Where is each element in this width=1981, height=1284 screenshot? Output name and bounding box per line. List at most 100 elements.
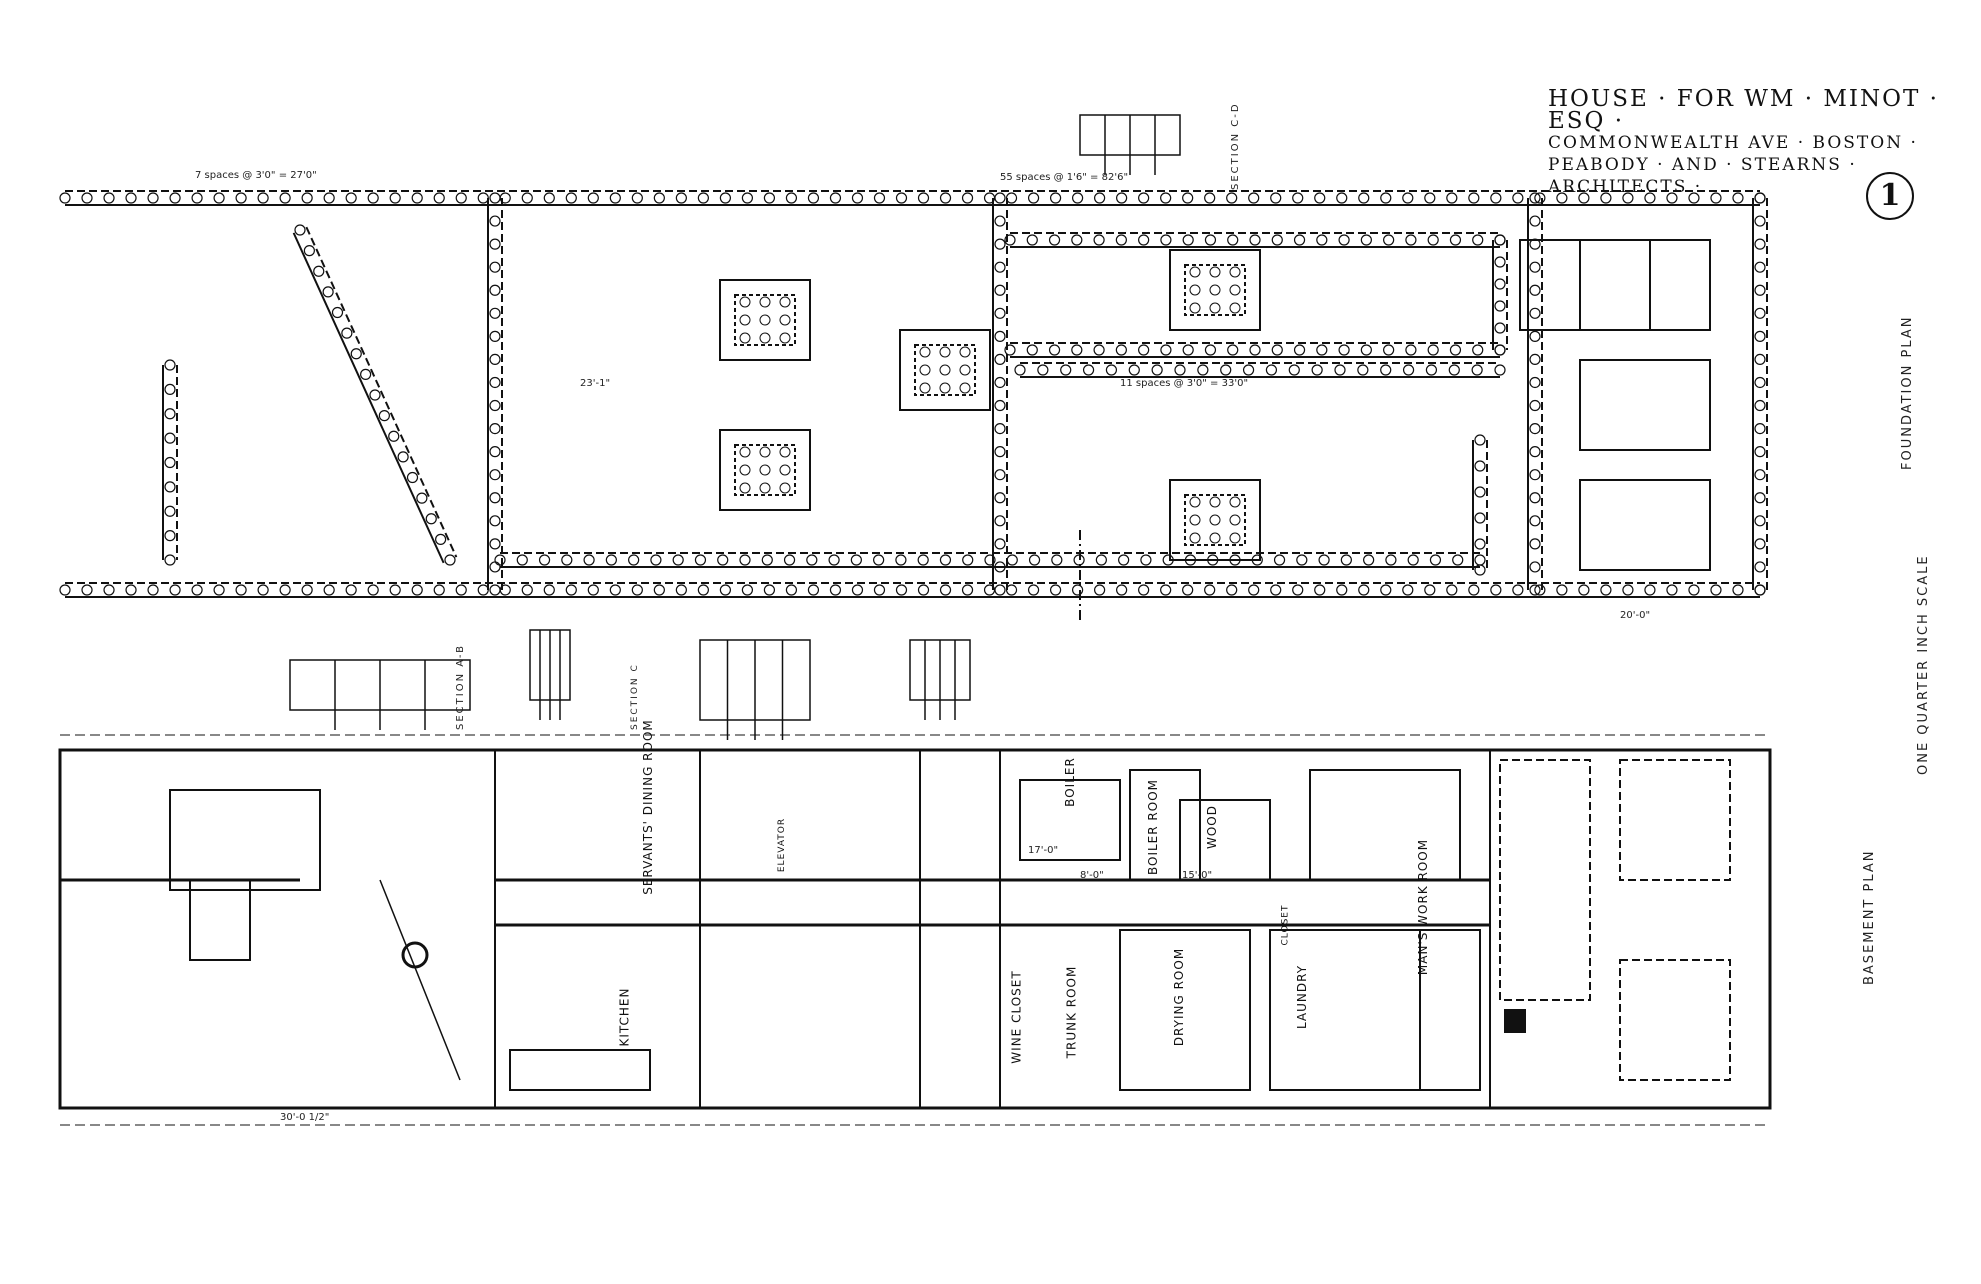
pile-circle <box>1314 584 1326 596</box>
pile-circle <box>1049 584 1062 596</box>
pile-circle <box>1383 344 1395 356</box>
pile-circle <box>543 192 555 204</box>
pile-circle <box>1474 460 1486 472</box>
pile-circle <box>1754 446 1766 458</box>
pile-circle <box>672 554 684 566</box>
pile-circle <box>323 584 335 596</box>
pile-circle <box>939 382 951 394</box>
pile-circle <box>1189 302 1201 314</box>
pile-circle <box>1424 584 1436 596</box>
pile-circle <box>1754 284 1766 296</box>
pile-circle <box>1293 344 1306 356</box>
pile-circle <box>1529 446 1541 458</box>
dim-label: 23'-1" <box>580 378 611 389</box>
pile-circle <box>1474 486 1486 498</box>
pile-circle <box>1229 496 1241 508</box>
pile-circle <box>1358 192 1370 204</box>
room-trunk-room: TRUNK ROOM <box>1064 965 1079 1059</box>
pile-circle <box>1494 322 1506 334</box>
pile-circle <box>994 446 1006 458</box>
dim-label: 7 spaces @ 3'0" = 27'0" <box>195 170 317 181</box>
pile-circle <box>1265 364 1278 376</box>
pile-circle <box>1578 584 1590 596</box>
pile-circle <box>1474 554 1486 566</box>
room-drying-room: DRYING ROOM <box>1172 947 1187 1047</box>
pile-circle <box>1334 364 1346 376</box>
pile-circle <box>1474 538 1486 550</box>
pile-circle <box>994 376 1006 389</box>
pile-circle <box>1407 554 1419 566</box>
pile-circle <box>1449 234 1462 246</box>
pile-circle <box>1293 234 1306 246</box>
pile-circle <box>389 584 401 596</box>
pile-circle <box>489 515 501 527</box>
pile-circle <box>1226 192 1238 204</box>
pile-circle <box>313 265 325 277</box>
pile-circle <box>1754 469 1766 481</box>
pile-circle <box>1189 532 1201 544</box>
pile-circle <box>1529 284 1541 296</box>
pile-circle <box>1160 344 1172 356</box>
pile-circle <box>1004 234 1016 246</box>
pile-circle <box>1138 192 1150 204</box>
pile-circle <box>1754 215 1766 227</box>
pile-circle <box>235 584 247 596</box>
pile-circle <box>341 327 353 339</box>
wall-line <box>292 232 445 564</box>
pile-circle <box>994 330 1006 342</box>
room-outline <box>1269 929 1421 1091</box>
pile-circle <box>785 584 798 596</box>
pile-circle <box>1318 554 1330 566</box>
pile-circle <box>1338 234 1350 246</box>
pile-circle <box>994 215 1006 227</box>
pile-circle <box>279 192 291 204</box>
pile-circle <box>1128 364 1140 376</box>
pier-footing <box>1169 479 1261 561</box>
pile-circle <box>1209 532 1221 544</box>
pile-circle <box>489 261 501 273</box>
pile-circle <box>1160 192 1172 204</box>
pile-circle <box>1529 584 1541 596</box>
pile-circle <box>257 584 269 596</box>
pile-circle <box>763 192 776 204</box>
pile-circle <box>411 584 423 596</box>
pile-circle <box>785 192 798 204</box>
pile-circle <box>1494 364 1506 376</box>
pier-footing <box>734 444 796 496</box>
pile-circle <box>806 554 818 566</box>
pile-circle <box>719 192 731 204</box>
pile-circle <box>994 422 1006 435</box>
pile-circle <box>444 554 456 566</box>
section-details <box>289 114 1181 740</box>
pile-circle <box>1472 234 1484 246</box>
pile-circle <box>1314 192 1326 204</box>
pile-circle <box>1666 584 1678 596</box>
pile-circle <box>1229 302 1241 314</box>
pile-circle <box>917 192 930 204</box>
pile-circle <box>1754 376 1766 389</box>
room-closet: CLOSET <box>1280 904 1291 946</box>
pile-circle <box>1004 344 1016 356</box>
pile-circle <box>1380 584 1392 596</box>
pile-circle <box>164 408 176 420</box>
pile-circle <box>1754 515 1766 527</box>
pile-circle <box>489 238 501 250</box>
pile-circle <box>1093 344 1105 356</box>
pile-circle <box>631 192 643 204</box>
basement-outline <box>58 748 1772 1110</box>
pile-circle <box>1271 234 1283 246</box>
pile-circle <box>1424 192 1436 204</box>
pile-circle <box>1037 364 1049 376</box>
pile-circle <box>994 469 1006 481</box>
pile-circle <box>697 584 709 596</box>
pile-circle <box>605 554 617 566</box>
pile-circle <box>1494 256 1506 268</box>
pile-circle <box>1229 266 1241 278</box>
pile-circle <box>489 399 501 412</box>
sheet-number: 1 <box>1866 172 1914 220</box>
pile-circle <box>1754 330 1766 342</box>
pile-circle <box>1534 192 1546 204</box>
pile-circle <box>489 492 501 504</box>
pile-circle <box>959 382 971 394</box>
pile-circle <box>1189 496 1201 508</box>
